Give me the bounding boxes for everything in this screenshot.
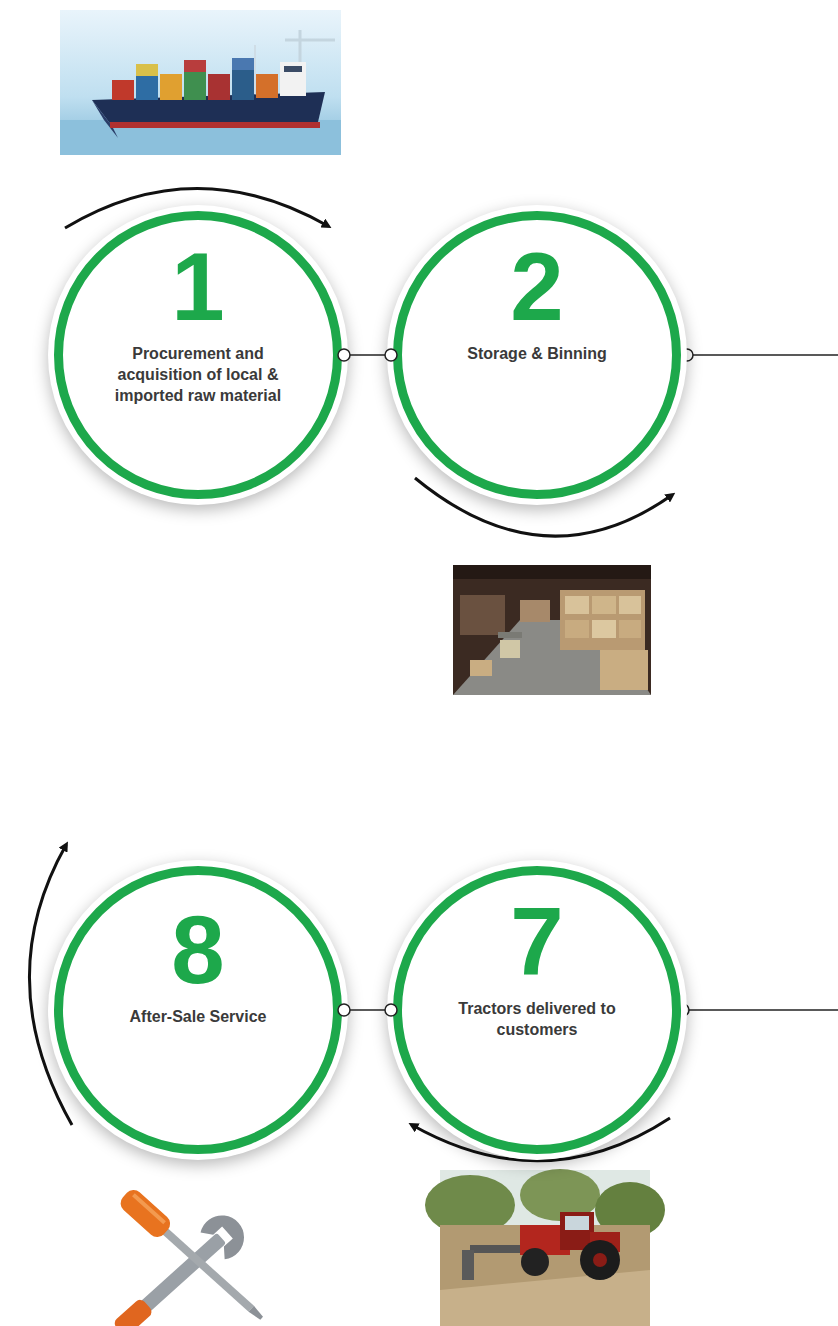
step-number: 1 xyxy=(171,245,224,329)
connector-line xyxy=(344,354,391,356)
step-label: Procurement and acquisition of local & i… xyxy=(96,343,301,406)
step-circle: 8After-Sale Service xyxy=(48,860,348,1160)
connector-dot xyxy=(338,349,350,361)
step-circle: 7Tractors delivered to customers xyxy=(387,860,687,1160)
continuation-line xyxy=(687,354,838,356)
tools-icon xyxy=(104,1186,269,1326)
circle-content: 8After-Sale Service xyxy=(48,860,348,1160)
step-number: 7 xyxy=(510,900,563,984)
continuation-line xyxy=(683,1009,838,1011)
connector xyxy=(338,349,397,361)
step-number: 8 xyxy=(171,908,224,992)
step-label: After-Sale Service xyxy=(96,1006,301,1027)
connector-dot xyxy=(338,1004,350,1016)
step-number: 2 xyxy=(510,245,563,329)
circle-content: 2Storage & Binning xyxy=(387,205,687,505)
step-circle: 1Procurement and acquisition of local & … xyxy=(48,205,348,505)
circle-content: 7Tractors delivered to customers xyxy=(387,860,687,1160)
warehouse-photo xyxy=(453,565,651,695)
circle-content: 1Procurement and acquisition of local & … xyxy=(48,205,348,505)
connector-dot xyxy=(385,349,397,361)
connector xyxy=(338,1004,397,1016)
step-label: Storage & Binning xyxy=(435,343,640,364)
connector-dot xyxy=(385,1004,397,1016)
connector-line xyxy=(344,1009,391,1011)
step-label: Tractors delivered to customers xyxy=(435,998,640,1040)
ship-photo xyxy=(60,10,341,155)
tractor-photo xyxy=(425,1169,665,1326)
step-circle: 2Storage & Binning xyxy=(387,205,687,505)
